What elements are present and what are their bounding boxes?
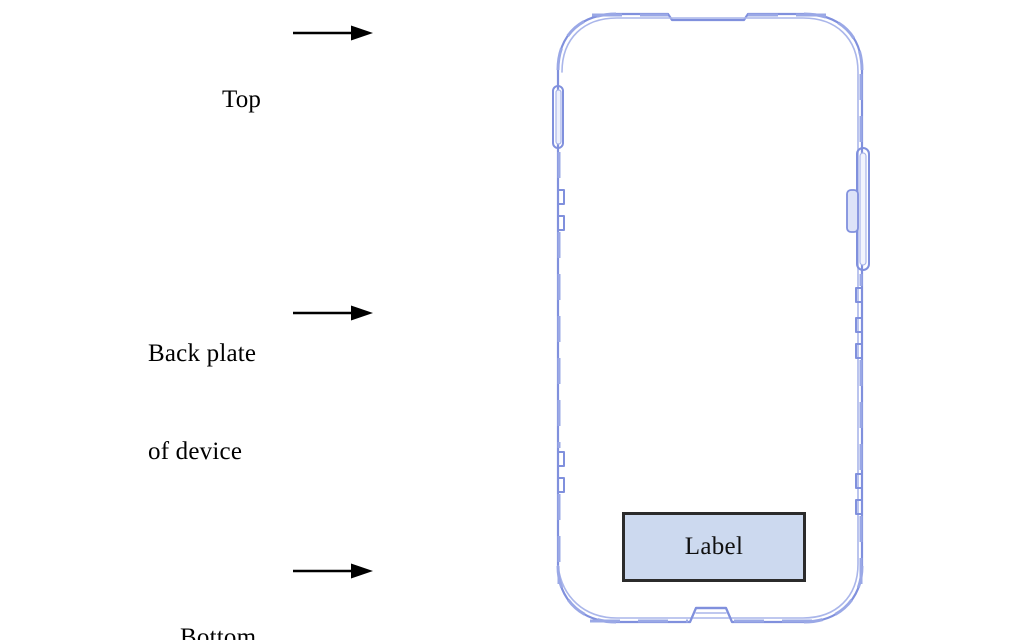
callout-back-plate-line-1: Back plate <box>148 340 257 367</box>
callout-top-line-1: Top <box>222 86 262 113</box>
left-edge-notches <box>557 189 565 493</box>
edge-seam-dashes <box>557 74 863 584</box>
corner-highlights <box>556 12 864 624</box>
arrow-to-back-plate <box>293 304 375 322</box>
arrow-to-top <box>293 24 375 42</box>
left-side-button <box>552 85 564 149</box>
callout-bottom-line-1: Bottom <box>180 624 257 640</box>
callout-label-bottom: Bottom <box>180 558 256 640</box>
label-box: Label <box>622 512 806 582</box>
left-side-button-inner <box>555 89 562 145</box>
right-side-button-housing-inner <box>859 152 867 266</box>
device-back-plate-drawing <box>520 0 900 640</box>
callout-label-back-plate: Back plate of device <box>148 273 256 533</box>
device-bottom-tab <box>688 606 734 624</box>
callout-label-top: Top <box>222 20 261 180</box>
callout-back-plate-line-2: of device <box>148 437 243 465</box>
arrow-to-bottom <box>293 562 375 580</box>
right-edge-notches <box>855 287 863 515</box>
right-side-button-key <box>846 189 859 233</box>
label-box-text: Label <box>684 533 744 560</box>
